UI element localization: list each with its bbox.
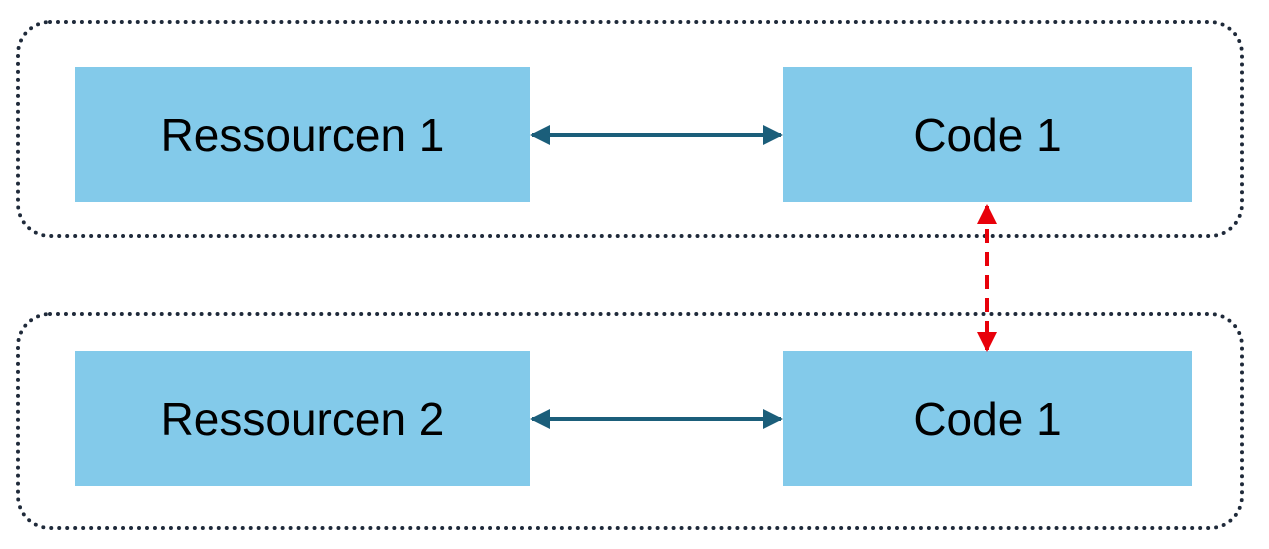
node-ressourcen-2[interactable]: Ressourcen 2 (75, 351, 530, 486)
node-ressourcen-1[interactable]: Ressourcen 1 (75, 67, 530, 202)
group-container-1 (16, 20, 1244, 238)
node-code-1-top[interactable]: Code 1 (783, 67, 1192, 202)
node-label: Ressourcen 1 (160, 108, 445, 161)
node-code-1-bottom[interactable]: Code 1 (783, 351, 1192, 486)
group-container-2 (16, 312, 1244, 530)
node-label: Ressourcen 2 (160, 392, 445, 445)
node-label: Code 1 (913, 392, 1062, 445)
node-label: Code 1 (913, 108, 1062, 161)
